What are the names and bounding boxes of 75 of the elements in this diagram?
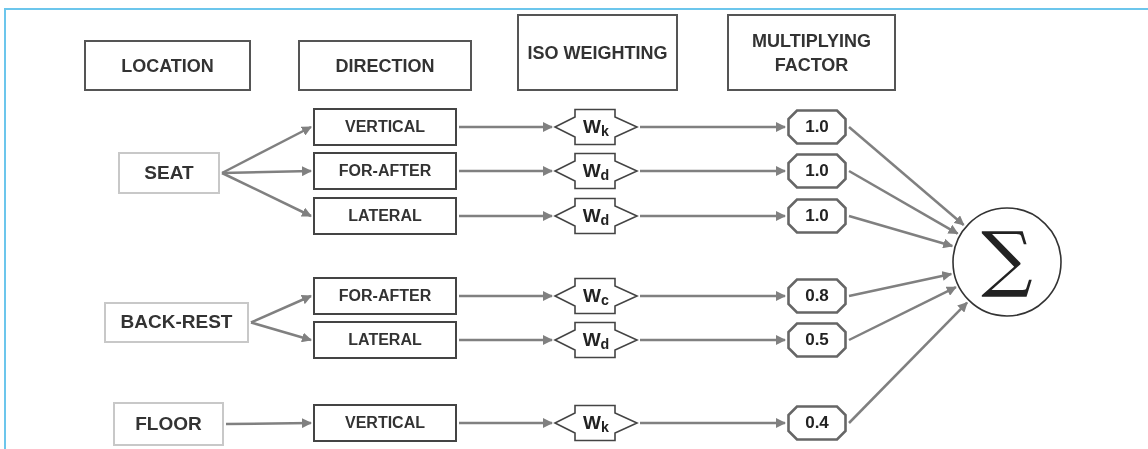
location-box (104, 302, 249, 343)
node-label: W$_{d}$ (582, 158, 610, 186)
arrow (459, 291, 553, 301)
arrow (459, 418, 553, 428)
arrow (221, 125, 312, 175)
arrow (640, 122, 786, 132)
column-header-box (517, 14, 678, 91)
direction-box (313, 404, 457, 442)
arrow (640, 166, 786, 176)
arrow (250, 294, 312, 324)
node-label: SEAT (144, 160, 194, 185)
arrow (459, 122, 553, 132)
column-header-box (84, 40, 251, 91)
arrow (848, 126, 965, 226)
factor-octagon (787, 109, 847, 145)
factor-octagon (787, 405, 847, 441)
node-label: FLOOR (135, 411, 202, 436)
location-box (113, 402, 224, 446)
column-header-box (298, 40, 472, 91)
node-label: 0.5 (805, 329, 829, 352)
arrow (459, 211, 553, 221)
arrow (640, 291, 786, 301)
node-label: DIRECTION (335, 54, 435, 78)
factor-octagon (787, 278, 847, 314)
factor-octagon (787, 322, 847, 358)
node-label: W$_{d}$ (582, 327, 610, 355)
node-label: W$_{c}$ (583, 283, 609, 311)
factor-octagon (787, 153, 847, 189)
node-label: LATERAL (348, 330, 422, 350)
arrow (640, 335, 786, 345)
arrow (848, 169, 959, 235)
node-label: LATERAL (348, 206, 422, 226)
node-label: FOR-AFTER (338, 161, 432, 181)
node-label: W$_{k}$ (583, 410, 609, 438)
node-label: VERTICAL (345, 117, 425, 137)
arrow (226, 418, 312, 429)
arrow (848, 214, 954, 249)
arrow (250, 321, 312, 343)
weighting-block (553, 404, 639, 442)
node-label: 1.0 (805, 160, 829, 183)
node-label: ISO WEIGHTING (527, 41, 668, 65)
direction-box (313, 321, 457, 359)
node-label: 1.0 (805, 116, 829, 139)
node-label: BACK-REST (120, 310, 233, 335)
weighting-block (553, 277, 639, 315)
node-label: W$_{d}$ (582, 203, 610, 231)
node-label: FOR-AFTER (338, 286, 432, 306)
direction-box (313, 277, 457, 315)
location-box (118, 152, 220, 194)
arrow (640, 418, 786, 428)
arrow (640, 211, 786, 221)
node-label: W$_{k}$ (583, 114, 609, 142)
arrow (221, 171, 312, 218)
summation-circle (952, 207, 1062, 317)
weighting-block (553, 321, 639, 359)
node-label: LOCATION (121, 54, 214, 78)
arrow (221, 166, 312, 177)
column-header-box (727, 14, 896, 91)
weighting-block (553, 108, 639, 146)
node-label: MULTIPLYING FACTOR (751, 29, 872, 77)
arrow (459, 166, 553, 176)
node-label: 0.8 (805, 285, 829, 308)
arrow (848, 271, 953, 298)
direction-box (313, 152, 457, 190)
direction-box (313, 108, 457, 146)
weighting-block (553, 152, 639, 190)
arrow (848, 301, 968, 424)
node-label: 0.4 (805, 412, 829, 435)
weighting-block (553, 197, 639, 235)
node-label: VERTICAL (345, 413, 425, 433)
node-label: 1.0 (805, 205, 829, 228)
factor-octagon (787, 198, 847, 234)
direction-box (313, 197, 457, 235)
arrow (848, 286, 957, 342)
arrow (459, 335, 553, 345)
